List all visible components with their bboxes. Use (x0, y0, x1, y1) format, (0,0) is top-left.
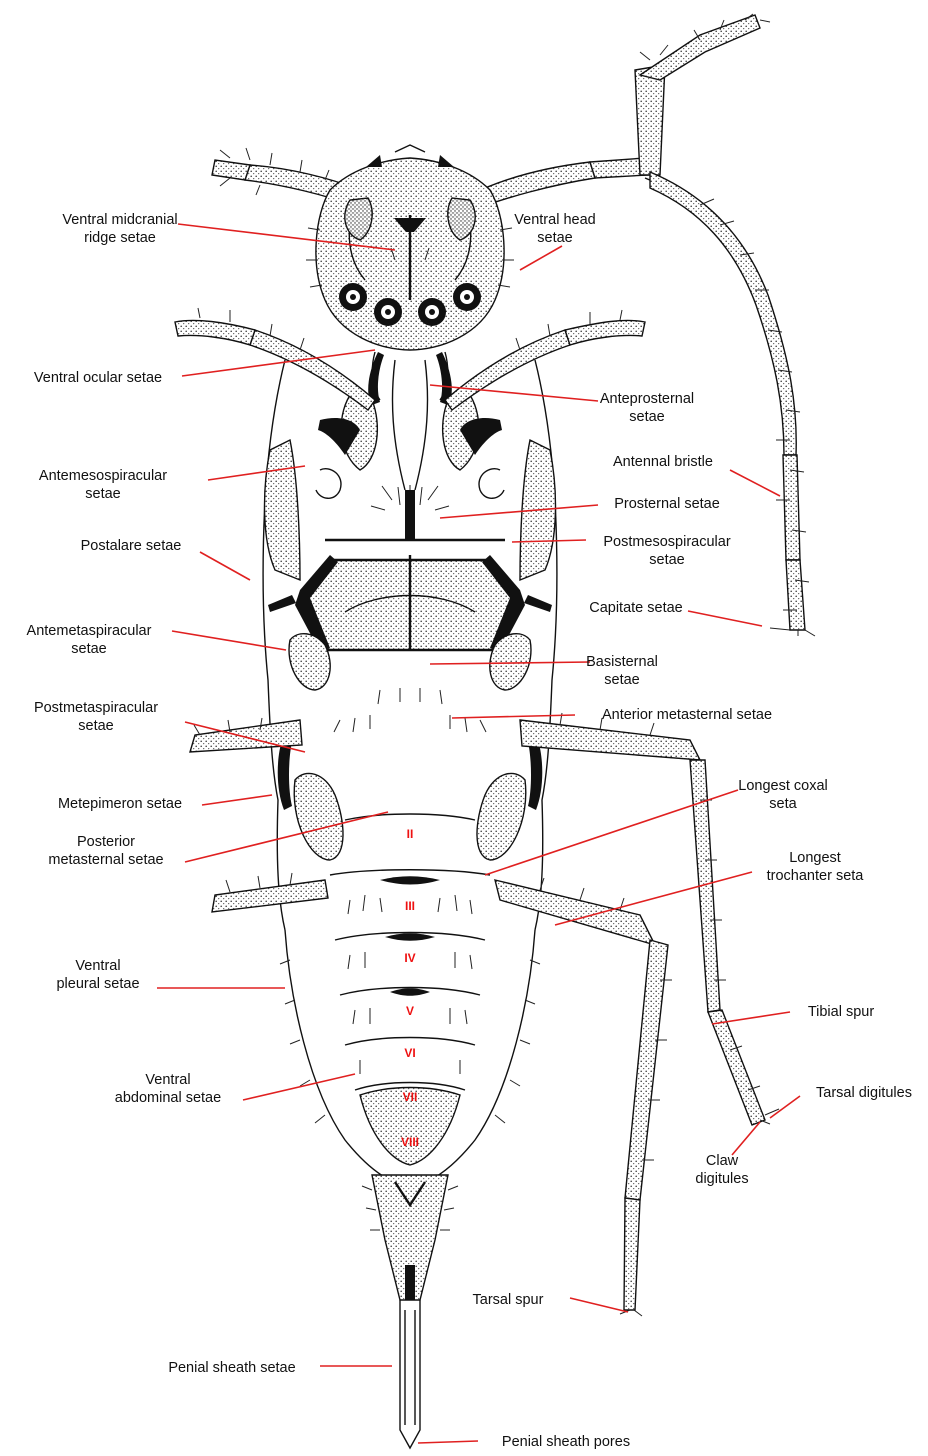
label-line: Tarsal digitules (816, 1085, 912, 1101)
label-longest-coxal: Longest coxal seta (738, 778, 827, 812)
segment-numeral-iii: III (405, 899, 415, 913)
label-line: seta (769, 796, 797, 812)
label-claw-digitules: Claw digitules (695, 1153, 748, 1187)
penial-sheath (362, 1175, 458, 1448)
label-ventral-ocular: Ventral ocular setae (34, 370, 162, 386)
label-line: setae (537, 230, 572, 246)
label-line: Anterior metasternal setae (602, 707, 772, 723)
label-longest-trochanter: Longest trochanter seta (767, 850, 865, 884)
leader-basisternal (430, 662, 590, 664)
label-postmetaspiracular: Postmetaspiracular setae (34, 700, 158, 734)
label-line: Penial sheath pores (502, 1434, 630, 1450)
segment-numeral-v: V (406, 1004, 414, 1018)
segment-numeral-viii: VIII (401, 1135, 419, 1149)
label-line: Prosternal setae (614, 496, 720, 512)
leader-penial-sheath-pores (418, 1441, 478, 1443)
label-line: metasternal setae (48, 852, 163, 868)
label-ventral-pleural: Ventral pleural setae (56, 958, 139, 992)
label-line: Ventral midcranial (62, 212, 177, 228)
segment-numeral-iv: IV (404, 951, 415, 965)
label-line: Anteprosternal (600, 391, 694, 407)
label-line: Ventral head (514, 212, 595, 228)
label-line: Longest coxal (738, 778, 827, 794)
leader-ventral-abdominal (243, 1074, 355, 1100)
label-line: pleural setae (56, 976, 139, 992)
label-tarsal-spur: Tarsal spur (473, 1292, 544, 1308)
label-antemesospiracular: Antemesospiracular setae (39, 468, 167, 502)
label-line: Postmetaspiracular (34, 700, 158, 716)
leader-ventral-head (520, 246, 562, 270)
label-anteprosternal: Anteprosternal setae (600, 391, 694, 425)
label-line: Tibial spur (808, 1004, 875, 1020)
leader-tarsal-digitules (770, 1096, 800, 1118)
leader-capitate (688, 611, 762, 626)
label-line: Antennal bristle (613, 454, 713, 470)
label-line: Postalare setae (81, 538, 182, 554)
label-line: setae (85, 486, 120, 502)
leader-prosternal (440, 505, 598, 518)
label-line: setae (604, 672, 639, 688)
label-tibial-spur: Tibial spur (808, 1004, 875, 1020)
label-antemetaspiracular: Antemetaspiracular setae (27, 623, 152, 657)
label-postmesospiracular: Postmesospiracular setae (603, 534, 730, 568)
label-line: Capitate setae (589, 600, 683, 616)
label-line: Basisternal (586, 654, 658, 670)
label-line: trochanter seta (767, 868, 865, 884)
abdomen (280, 688, 540, 1180)
label-line: abdominal setae (115, 1090, 221, 1106)
label-ventral-head: Ventral head setae (514, 212, 595, 246)
leader-antennal-bristle (730, 470, 780, 496)
label-ventral-abdominal: Ventral abdominal setae (115, 1072, 221, 1106)
label-metepimeron: Metepimeron setae (58, 796, 182, 812)
label-line: Postmesospiracular (603, 534, 730, 550)
leader-antemetaspiracular (172, 631, 286, 650)
label-tarsal-digitules: Tarsal digitules (816, 1085, 912, 1101)
leader-posterior-metasternal (185, 812, 388, 862)
insect-body-drawing (175, 14, 815, 1448)
leader-anterior-metasternal (452, 715, 575, 718)
label-line: Antemetaspiracular (27, 623, 152, 639)
leader-metepimeron (202, 795, 272, 805)
label-line: setae (78, 718, 113, 734)
label-penial-sheath-pores: Penial sheath pores (502, 1434, 630, 1450)
leader-longest-trochanter (555, 872, 752, 925)
label-line: Penial sheath setae (168, 1360, 295, 1376)
label-line: setae (649, 552, 684, 568)
label-antennal-bristle: Antennal bristle (613, 454, 713, 470)
label-postalare: Postalare setae (81, 538, 182, 554)
label-line: Antemesospiracular (39, 468, 167, 484)
label-line: Posterior (77, 834, 135, 850)
leader-claw-digitules (732, 1122, 760, 1155)
segment-numeral-vii: VII (403, 1090, 418, 1104)
segment-numeral-vi: VI (404, 1046, 415, 1060)
label-ventral-midcranial: Ventral midcranial ridge setae (62, 212, 177, 246)
leader-postalare (200, 552, 250, 580)
leader-tarsal-spur (570, 1298, 628, 1312)
label-line: setae (71, 641, 106, 657)
label-line: Ventral ocular setae (34, 370, 162, 386)
label-prosternal: Prosternal setae (614, 496, 720, 512)
label-line: Ventral (75, 958, 120, 974)
label-anterior-metasternal: Anterior metasternal setae (602, 707, 772, 723)
label-basisternal: Basisternal setae (586, 654, 658, 688)
head-capsule (306, 145, 514, 350)
label-line: Tarsal spur (473, 1292, 544, 1308)
label-line: ridge setae (84, 230, 156, 246)
label-posterior-metasternal: Posterior metasternal setae (48, 834, 163, 868)
label-line: Metepimeron setae (58, 796, 182, 812)
label-line: setae (629, 409, 664, 425)
label-capitate: Capitate setae (589, 600, 683, 616)
label-line: digitules (695, 1171, 748, 1187)
label-line: Longest (789, 850, 841, 866)
label-line: Ventral (145, 1072, 190, 1088)
label-line: Claw (706, 1153, 739, 1169)
label-penial-sheath-setae: Penial sheath setae (168, 1360, 295, 1376)
segment-numeral-ii: II (407, 827, 414, 841)
